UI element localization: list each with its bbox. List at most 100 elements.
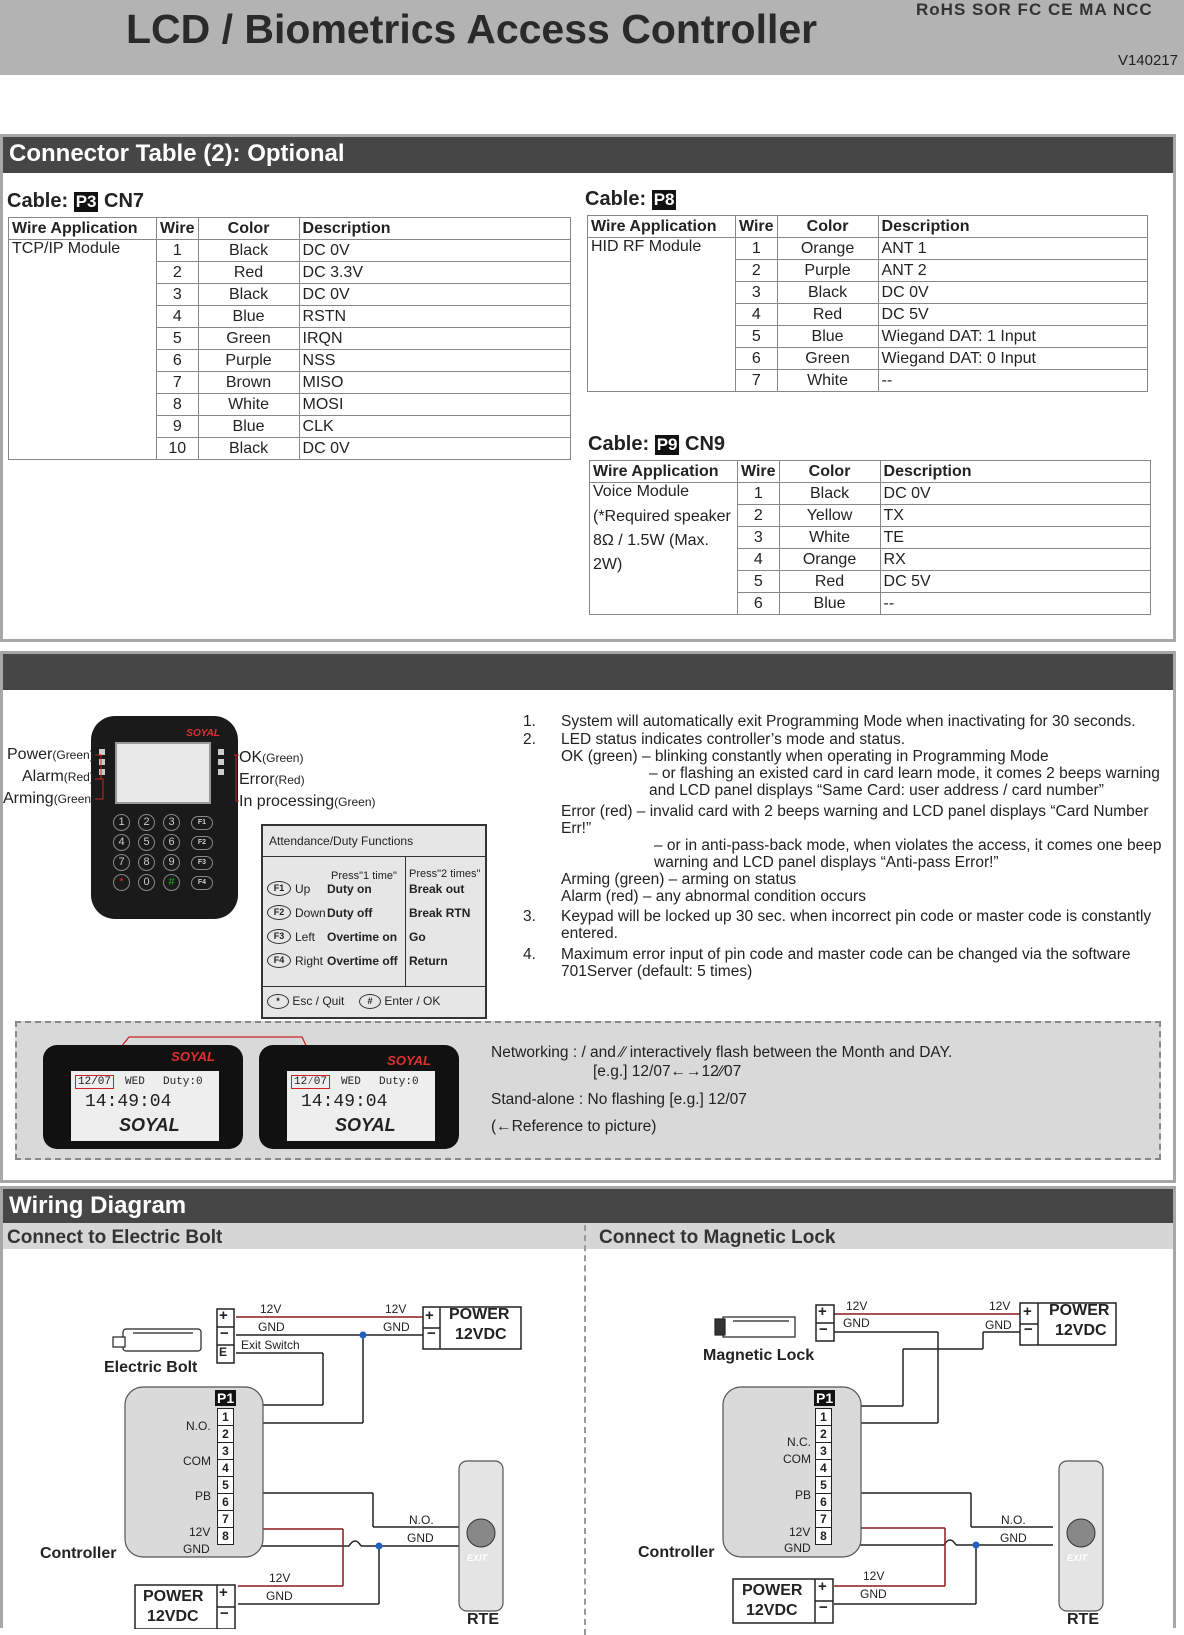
cell-desc: TE	[879, 526, 1152, 549]
note-3: 3.Keypad will be locked up 30 sec. when …	[523, 908, 1152, 942]
cell-wire: 5	[735, 325, 778, 348]
direction-label: Right	[295, 954, 324, 968]
lcd-info-box: SOYAL 12/07 WED Duty:0 14:49:04 SOYAL SO…	[15, 1021, 1161, 1160]
cell-desc: ANT 1	[877, 237, 1149, 260]
magnetic-lock-subtitle: Connect to Magnetic Lock	[599, 1227, 836, 1248]
keypad-section-bar	[3, 654, 1173, 690]
terminal-pin: 7	[218, 1511, 233, 1528]
cell-wire: 1	[156, 239, 199, 262]
cell-desc: DC 0V	[298, 437, 572, 460]
p1-tag-left: P1	[215, 1390, 237, 1406]
cable-p9-label: Cable: P9 CN9	[588, 433, 726, 455]
cell-color: Yellow	[778, 504, 881, 527]
vdc-label-right: 12VDC	[1055, 1322, 1107, 1339]
terminal-pin: 1	[816, 1409, 831, 1426]
p8-tag: P8	[651, 190, 677, 210]
keypad-key: *	[113, 874, 130, 891]
led-connector-lines	[95, 754, 239, 802]
function-key: F4	[191, 876, 213, 890]
attendance-box: Attendance/Duty Functions Press"1 time" …	[261, 824, 487, 1019]
magnetic-lock-label: Magnetic Lock	[703, 1347, 815, 1364]
press-twice-action: Break RTN	[409, 906, 471, 920]
lcd-screen-1: 12/07 WED Duty:0 14:49:04 SOYAL	[71, 1071, 219, 1141]
power-led-label: Power(Green)	[7, 746, 94, 763]
device-right-leds	[218, 749, 224, 779]
rte-label-left: RTE	[467, 1611, 499, 1628]
electric-bolt-subtitle: Connect to Electric Bolt	[7, 1227, 223, 1248]
keypad-key: #	[163, 874, 180, 891]
cell-desc: DC 0V	[877, 281, 1149, 304]
electric-bolt-label: Electric Bolt	[104, 1359, 198, 1376]
cell-wire: 3	[735, 281, 778, 304]
terminal-pin: 4	[816, 1460, 831, 1477]
controller-label-left: Controller	[40, 1545, 117, 1562]
table-header-row: Wire Application Wire Color Description	[589, 460, 1152, 483]
terminal-pin: 1	[218, 1409, 233, 1426]
wire-application-cell: TCP/IP Module	[8, 239, 157, 460]
cell-desc: TX	[879, 504, 1152, 527]
terminal-pin: 5	[218, 1477, 233, 1494]
cell-color: Black	[778, 482, 881, 505]
table-header-row: Wire Application Wire Color Description	[8, 217, 572, 240]
cell-color: Purple	[197, 349, 300, 372]
version-label: V140217	[1117, 52, 1178, 69]
cell-color: Orange	[778, 548, 881, 571]
cell-color: White	[776, 369, 879, 392]
cable-p3-table: Wire Application Wire Color Description …	[8, 217, 572, 460]
wiring-section: Wiring Diagram Connect to Electric Bolt …	[0, 1186, 1176, 1635]
page-title: LCD / Biometrics Access Controller	[126, 6, 818, 52]
cell-wire: 2	[735, 259, 778, 282]
cell-color: White	[778, 526, 881, 549]
cell-color: Red	[776, 303, 879, 326]
p1-tag-right: P1	[814, 1390, 836, 1406]
direction-label: Down	[295, 906, 326, 920]
cell-color: Orange	[776, 237, 879, 260]
cell-wire: 6	[735, 347, 778, 370]
cell-desc: Wiegand DAT: 0 Input	[877, 347, 1149, 370]
table-header-row: Wire Application Wire Color Description	[587, 215, 1149, 238]
cell-color: Red	[778, 570, 881, 593]
attendance-title: Attendance/Duty Functions	[269, 834, 414, 848]
function-key-icon: F3	[267, 929, 291, 944]
terminal-pin: 3	[218, 1443, 233, 1460]
cell-color: Black	[197, 437, 300, 460]
terminal-pin: 2	[218, 1426, 233, 1443]
cell-wire: 7	[156, 371, 199, 394]
device-brand: SOYAL	[186, 728, 220, 739]
cell-wire: 2	[156, 261, 199, 284]
cable-p8-table: Wire Application Wire Color Description …	[587, 215, 1149, 392]
p3-tag: P3	[73, 192, 99, 212]
cell-desc: --	[879, 592, 1152, 615]
page-header: LCD / Biometrics Access Controller RoHS …	[0, 0, 1184, 75]
cell-desc: DC 5V	[877, 303, 1149, 326]
cell-desc: NSS	[298, 349, 572, 372]
power-label-bottom: POWER	[143, 1588, 204, 1605]
power-label-left: POWER	[449, 1306, 510, 1323]
connector-section: Connector Table (2): Optional Cable: P3 …	[0, 134, 1176, 642]
p9-tag: P9	[654, 435, 680, 455]
cell-wire: 5	[156, 327, 199, 350]
cell-color: Black	[776, 281, 879, 304]
cell-wire: 1	[735, 237, 778, 260]
cell-wire: 4	[735, 303, 778, 326]
cable-p9-table: Wire Application Wire Color Description …	[589, 460, 1152, 615]
terminal-pin: 8	[816, 1528, 831, 1545]
notes-list: 1.System will automatically exit Program…	[523, 713, 1163, 980]
direction-label: Left	[295, 930, 316, 944]
keypad-key: 9	[163, 854, 180, 871]
enter-key-row: # Enter / OK	[359, 994, 440, 1010]
magnetic-lock-wiring	[714, 1302, 1117, 1624]
lcd-screen-2: 12∕07 WED Duty:0 14:49:04 SOYAL	[287, 1071, 435, 1141]
press-once-action: Duty off	[327, 906, 373, 920]
terminal-pin: 8	[218, 1528, 233, 1545]
